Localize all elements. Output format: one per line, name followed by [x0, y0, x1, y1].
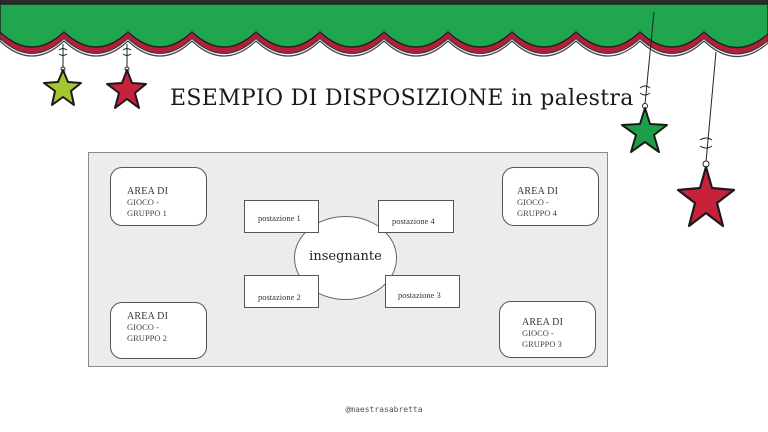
station-label: postazione 3: [398, 290, 441, 300]
gym-layout-diagram: AREA DI GIOCO - GRUPPO 1 AREA DI GIOCO -…: [88, 152, 608, 367]
station-postazione-1: postazione 1: [244, 200, 319, 233]
title-lower: in palestra: [511, 86, 634, 111]
area-label-line2: GIOCO -: [127, 322, 159, 332]
area-label-line3: GRUPPO 1: [127, 208, 167, 218]
author-credit: @maestrasabretta: [345, 405, 423, 414]
station-label: postazione 2: [258, 292, 301, 302]
area-label-line2: GIOCO -: [517, 197, 549, 207]
awning-banner: [0, 0, 768, 58]
star-red-right-icon: [676, 51, 736, 228]
area-label-line3: GRUPPO 4: [517, 208, 557, 218]
area-label-line1: AREA DI: [517, 186, 559, 197]
page-title: ESEMPIO DI DISPOSIZIONE in palestra: [170, 86, 633, 111]
station-label: postazione 4: [392, 216, 435, 226]
area-label-line1: AREA DI: [522, 317, 564, 328]
play-area-gruppo-3: AREA DI GIOCO - GRUPPO 3: [499, 301, 596, 358]
teacher-label: insegnante: [309, 249, 382, 264]
station-postazione-3: postazione 3: [385, 275, 460, 308]
area-label-line2: GIOCO -: [522, 328, 554, 338]
area-label-line2: GIOCO -: [127, 197, 159, 207]
area-label-line1: AREA DI: [127, 311, 169, 322]
title-caps: ESEMPIO DI DISPOSIZIONE: [170, 86, 504, 111]
station-postazione-4: postazione 4: [378, 200, 454, 233]
play-area-gruppo-4: AREA DI GIOCO - GRUPPO 4: [502, 167, 599, 226]
station-postazione-2: postazione 2: [244, 275, 319, 308]
play-area-gruppo-2: AREA DI GIOCO - GRUPPO 2: [110, 302, 207, 359]
play-area-gruppo-1: AREA DI GIOCO - GRUPPO 1: [110, 167, 207, 226]
area-label-line1: AREA DI: [127, 186, 169, 197]
area-label-line3: GRUPPO 2: [127, 333, 167, 343]
area-label-line3: GRUPPO 3: [522, 339, 562, 349]
station-label: postazione 1: [258, 213, 301, 223]
